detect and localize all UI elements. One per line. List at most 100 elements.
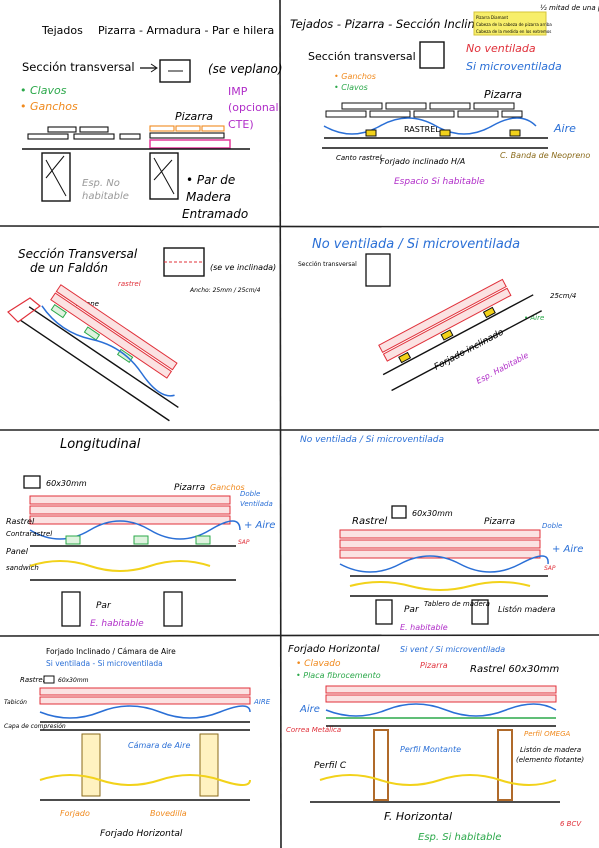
p8-omega: Perfil OMEGA — [524, 730, 570, 738]
panel-3: Sección Transversal de un Faldón (se ve … — [7, 247, 276, 422]
p2-siventilada: Si microventilada — [466, 60, 562, 73]
p8-esp: Esp. Si habitable — [418, 832, 501, 843]
p5-title: Longitudinal — [60, 437, 141, 452]
p1-par-3: Entramado — [182, 207, 248, 221]
p8-elemento: (elemento flotante) — [516, 756, 584, 764]
p2-espacio: Espacio Si habitable — [394, 177, 485, 187]
p1-pizarra: Pizarra — [175, 110, 213, 123]
p6-sap: SAP — [544, 565, 556, 572]
p6-tablero: Tablero de madera — [424, 600, 490, 608]
p1-esp-1: Esp. No — [82, 178, 120, 189]
p8-title: Forjado Horizontal — [288, 644, 380, 655]
p2-cantorastrel: Canto rastrel — [336, 154, 382, 162]
p5-par: Par — [96, 601, 112, 611]
p2-note-3: Cabeza de la medida en los extremos — [476, 29, 551, 34]
p8-correa: Correa Metálica — [286, 726, 341, 734]
p8-montante: Perfil Montante — [400, 745, 461, 754]
panel-8: Forjado Horizontal Si vent / Si microven… — [286, 644, 584, 843]
p7-camara: Cámara de Aire — [128, 741, 190, 750]
p7-forjado: Forjado Horizontal — [100, 829, 183, 839]
p1-se-replanea: (se veplano) — [208, 62, 283, 76]
p5-aire: + Aire — [244, 520, 275, 531]
p6-liston: Listón madera — [498, 604, 555, 614]
p8-horizontal: F. Horizontal — [384, 810, 452, 823]
panel-4: No ventilada / Si microventilada Sección… — [298, 237, 576, 392]
p5-ventilada: Ventilada — [240, 500, 273, 508]
p6-esp: E. habitable — [400, 623, 448, 632]
p2-banda: C. Banda de Neopreno — [500, 151, 590, 160]
p8-liston: Listón de madera — [520, 746, 581, 754]
p1-par-2: Madera — [186, 190, 231, 204]
p5-rastrel: Rastrel — [6, 517, 35, 526]
p2-noventilada: No ventilada — [466, 42, 536, 55]
p7-medida: 60x30mm — [58, 677, 89, 684]
p6-title: No ventilada / Si microventilada — [300, 435, 444, 445]
p1-title: Tejados — [41, 24, 83, 37]
p4-section-label: Sección transversal — [298, 261, 357, 268]
p7-forjado2: Forjado — [60, 809, 90, 818]
p2-note-1: Pizarra Diamant — [476, 15, 508, 20]
p2-mitad: ½ mitad de una pizarra — [540, 4, 599, 12]
p7-title: Forjado Inclinado / Cámara de Aire — [46, 647, 176, 656]
p6-par: Par — [404, 605, 420, 615]
p7-aire: AIRE — [253, 698, 271, 706]
p1-clavos: • Clavos — [20, 84, 67, 97]
p1-ganchos: • Ganchos — [20, 100, 78, 113]
p7-capa: Capa de compresión — [4, 723, 66, 730]
p8-aire: Aire — [299, 704, 320, 715]
p2-aire: Aire — [553, 122, 576, 135]
p2-rastrel: RASTREL — [404, 125, 440, 134]
p2-section-label: Sección transversal — [308, 50, 416, 63]
p1-imp2: (opcional — [228, 101, 279, 114]
p1-section-label: Sección transversal — [22, 60, 135, 74]
p6-doble: Doble — [542, 522, 562, 530]
panel-5: Longitudinal 60x30mm Pizarra Ganchos Dob… — [6, 437, 275, 629]
p2-title: Tejados - Pizarra - Sección Inclinada — [290, 17, 496, 31]
panel-2: Tejados - Pizarra - Sección Inclinada Pi… — [290, 4, 599, 187]
p5-esp: E. habitable — [90, 619, 144, 629]
p5-panel: Panel — [6, 547, 29, 556]
p1-par-1: • Par de — [186, 173, 235, 187]
p2-pizarra: Pizarra — [484, 88, 522, 101]
p7-bovedilla: Bovedilla — [150, 809, 187, 818]
p3-se: (se ve inclinada) — [210, 263, 276, 272]
p1-imp3: CTE) — [228, 118, 254, 131]
p6-pizarra: Pizarra — [484, 517, 515, 527]
p8-clavado: • Clavado — [296, 659, 341, 669]
p2-clavos: • Clavos — [334, 83, 368, 92]
p8-bcv: 6 BCV — [560, 820, 582, 828]
p7-subtitle: Si ventilada - Si microventilada — [46, 659, 163, 668]
p6-rastrel: Rastrel — [352, 516, 387, 527]
p5-sap: SAP — [238, 539, 250, 546]
p5-medida: 60x30mm — [46, 479, 87, 488]
p5-ganchos: Ganchos — [210, 483, 245, 492]
p8-perfil: Perfil C — [314, 761, 347, 771]
p3-title-2: de un Faldón — [30, 261, 108, 275]
p3-rastrel: rastrel — [118, 280, 141, 288]
panel-1: Tejados Pizarra - Armadura - Par e hiler… — [20, 24, 283, 221]
p1-esp-2: habitable — [82, 191, 129, 202]
p4-esp: Esp. Habitable — [475, 351, 530, 386]
p2-ganchos: • Ganchos — [334, 72, 376, 81]
p5-contrarastrel: Contrarastrel — [6, 530, 52, 538]
p3-title: Sección Transversal — [18, 247, 138, 261]
p6-medida: 60x30mm — [412, 509, 453, 518]
p5-pizarra: Pizarra — [174, 483, 205, 493]
p7-tabicon: Tabicón — [4, 699, 27, 706]
p4-title: No ventilada / Si microventilada — [312, 237, 520, 252]
p1-imp: IMP — [228, 85, 248, 98]
p1-subtitle: Pizarra - Armadura - Par e hilera — [98, 24, 274, 37]
p8-rastrel: Rastrel 60x30mm — [470, 664, 560, 675]
p4-pendiente: 25cm/4 — [550, 292, 576, 300]
p5-doble: Doble — [240, 490, 260, 498]
p2-note-2: Cabeza de la cabeza de pizarra arriba — [476, 22, 552, 27]
p5-sandwich: sandwich — [6, 564, 39, 572]
p8-pizarra: Pizarra — [420, 661, 448, 670]
p3-ancho: Ancho: 25mm / 25cm/4 — [189, 287, 261, 294]
p7-rastrel: Rastrel — [20, 676, 45, 684]
p8-subtitle: Si vent / Si microventilada — [400, 645, 505, 654]
p6-aire: + Aire — [552, 544, 583, 555]
p8-placa: • Placa fibrocemento — [296, 671, 381, 680]
